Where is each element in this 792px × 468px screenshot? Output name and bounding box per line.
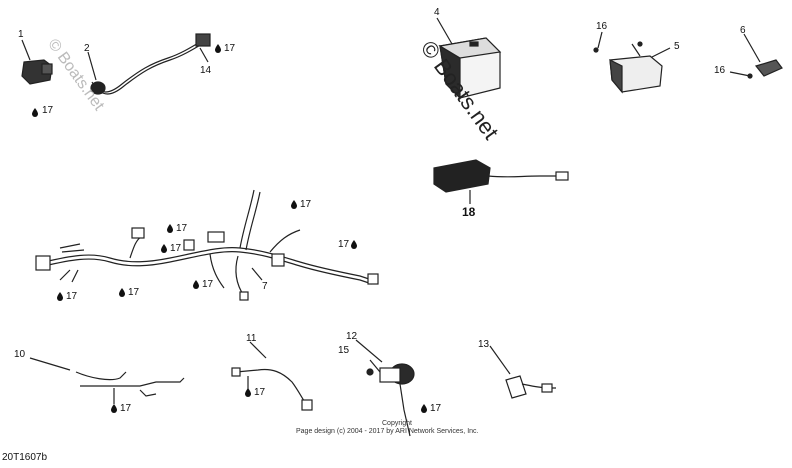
- part-4-battery[interactable]: [436, 17, 502, 100]
- part-12-switch[interactable]: [355, 339, 415, 437]
- callout-17: 17: [170, 243, 182, 254]
- callout-15: 15: [338, 345, 350, 356]
- callout-16-a: 16: [596, 21, 608, 32]
- callout-17: 17: [128, 287, 140, 298]
- callout-10: 10: [14, 349, 26, 360]
- drop-icon: [57, 292, 63, 301]
- drop-icon-group: [32, 44, 427, 413]
- drop-icon: [421, 404, 427, 413]
- callout-7: 7: [262, 281, 268, 292]
- drop-icon: [193, 280, 199, 289]
- drop-icon: [291, 200, 297, 209]
- callout-2: 2: [84, 43, 90, 54]
- drop-icon: [119, 288, 125, 297]
- drop-icon: [161, 244, 167, 253]
- drop-icon: [245, 388, 251, 397]
- part-1-switch[interactable]: [21, 39, 53, 85]
- part-13-connector[interactable]: [489, 345, 557, 399]
- part-2-cable[interactable]: [87, 33, 211, 95]
- callout-18: 18: [462, 205, 476, 219]
- callout-17: 17: [176, 223, 188, 234]
- copyright-label: Copyright: [382, 420, 412, 427]
- callout-17: 17: [120, 403, 132, 414]
- callout-16-b: 16: [714, 65, 726, 76]
- callout-17: 17: [202, 279, 214, 290]
- callout-17: 17: [430, 403, 442, 414]
- drop-icon: [215, 44, 221, 53]
- callout-17: 17: [66, 291, 78, 302]
- drop-icon: [167, 224, 173, 233]
- callout-17: 17: [254, 387, 266, 398]
- callout-17: 17: [338, 239, 350, 250]
- drop-icon: [351, 240, 357, 249]
- callout-11: 11: [246, 333, 257, 344]
- figure-code: 20T1607b: [2, 452, 48, 463]
- part-18-module[interactable]: [433, 159, 569, 204]
- part-7-wiring-harness[interactable]: [35, 189, 379, 301]
- part-11-sensor[interactable]: [231, 341, 313, 411]
- callout-17: 17: [42, 105, 54, 116]
- page-design-credit: Page design (c) 2004 - 2017 by ARI Netwo…: [296, 428, 479, 435]
- part-5-regulator[interactable]: [593, 31, 671, 94]
- part-10-lead[interactable]: [29, 357, 185, 404]
- callout-17: 17: [300, 199, 312, 210]
- callout-13: 13: [478, 339, 490, 350]
- part-6-bracket[interactable]: [729, 33, 783, 79]
- callout-6: 6: [740, 25, 746, 36]
- drop-icon: [111, 404, 117, 413]
- callout-1: 1: [18, 29, 24, 40]
- callout-17: 17: [224, 43, 236, 54]
- callout-12: 12: [346, 331, 358, 342]
- callout-4: 4: [434, 7, 440, 18]
- drop-icon: [32, 108, 38, 117]
- callout-14: 14: [200, 65, 212, 76]
- callout-5: 5: [674, 41, 680, 52]
